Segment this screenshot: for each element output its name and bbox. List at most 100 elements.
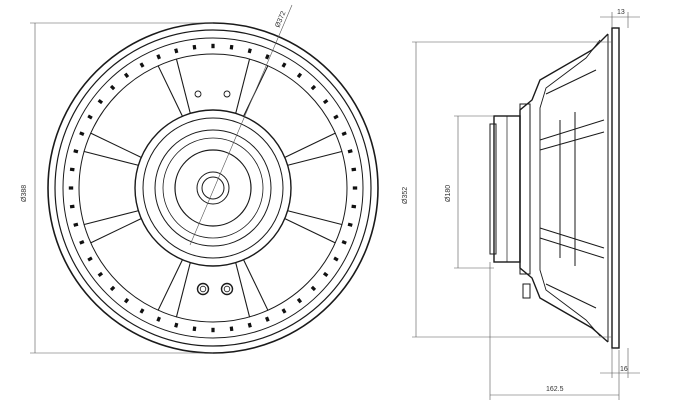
mounting-hole (79, 240, 85, 245)
mounting-hole (211, 43, 215, 49)
mounting-hole (296, 72, 303, 79)
top-plate (154, 129, 272, 247)
spoke-edge (284, 218, 336, 244)
front-flange (611, 27, 620, 349)
mounting-hole (351, 167, 357, 172)
dim-flange-thickness: 13 (600, 9, 640, 28)
mounting-hole (73, 149, 79, 154)
mounting-hole (352, 186, 358, 190)
mounting-hole (211, 327, 215, 333)
inner-basket-ring (78, 53, 348, 323)
basket-outline (519, 33, 609, 343)
outer-rim (47, 22, 379, 354)
mounting-hole (97, 98, 104, 105)
top-plate-inner (162, 137, 264, 239)
mounting-hole (174, 48, 179, 54)
mounting-hole (139, 308, 145, 314)
mounting-hole (123, 297, 130, 304)
mounting-hole (322, 271, 329, 278)
side-terminal (522, 283, 531, 299)
vent-outer (196, 171, 230, 205)
mounting-hole (247, 322, 252, 328)
mounting-hole (310, 285, 317, 292)
terminal-posts (196, 282, 234, 296)
spoke-edge (287, 210, 343, 226)
basket-spokes (83, 58, 343, 318)
mounting-hole (347, 222, 353, 227)
spoke-edge (90, 132, 142, 158)
mounting-hole (109, 84, 116, 91)
mounting-hole (156, 54, 161, 60)
spoke-edge (157, 65, 183, 117)
magnet-diameter-label: Ø180 (445, 185, 452, 202)
mounting-hole (73, 222, 79, 227)
spoke-edge (90, 218, 142, 244)
motor-ring-2 (142, 117, 284, 259)
mounting-hole (265, 54, 270, 60)
side-view: Ø352 Ø180 162.5 13 16 (402, 9, 640, 400)
mounting-hole (341, 131, 347, 136)
mounting-hole (351, 204, 357, 209)
mounting-hole (87, 256, 93, 262)
mounting-hole (281, 308, 287, 314)
spoke-edge (83, 210, 139, 226)
mounting-hole (296, 297, 303, 304)
overall-diameter-label: Ø388 (21, 185, 28, 202)
pole-piece (174, 149, 252, 227)
mounting-holes (68, 43, 358, 333)
mounting-hole (109, 285, 116, 292)
gasket-ring (54, 29, 372, 347)
spoke-edge (175, 58, 191, 114)
dim-overall-diameter: Ø388 (21, 22, 213, 354)
mounting-hole (174, 322, 179, 328)
mounting-hole (333, 256, 339, 262)
basket-ribs (539, 69, 605, 309)
mounting-hole (68, 186, 74, 190)
spoke-edge (175, 262, 191, 318)
mounting-hole (322, 98, 329, 105)
mounting-hole (79, 131, 85, 136)
front-view: Ø388 Ø372 (21, 4, 379, 354)
spoke-edge (235, 262, 251, 318)
baffle-cutout-label: Ø352 (402, 187, 409, 204)
mounting-hole (123, 72, 130, 79)
mounting-hole (156, 316, 161, 322)
dim-depth: 162.5 (489, 262, 620, 400)
mounting-hole (192, 326, 197, 332)
mounting-hole (310, 84, 317, 91)
spoke-edge (243, 259, 269, 311)
magnet-assembly (489, 103, 531, 275)
mounting-hole (229, 44, 234, 50)
depth-label: 162.5 (546, 386, 564, 393)
mounting-hole (192, 44, 197, 50)
spoke-edge (287, 150, 343, 166)
mounting-hole (341, 240, 347, 245)
spoke-edge (235, 58, 251, 114)
rear-flange-label: 16 (620, 366, 628, 373)
mounting-hole (139, 62, 145, 68)
dim-magnet-diameter: Ø180 (445, 115, 494, 269)
spoke-edge (83, 150, 139, 166)
mounting-hole (265, 316, 270, 322)
vent-hole (201, 176, 225, 200)
spoke-edge (284, 132, 336, 158)
spoke-edge (157, 259, 183, 311)
basket-inner-outline (539, 39, 601, 337)
mounting-hole (247, 48, 252, 54)
mounting-hole (97, 271, 104, 278)
flange-thickness-label: 13 (617, 9, 625, 16)
motor-outer-ring (134, 109, 292, 267)
mounting-hole (87, 114, 93, 120)
mounting-hole (333, 114, 339, 120)
mounting-hole (69, 167, 75, 172)
mounting-hole (281, 62, 287, 68)
mounting-hole (347, 149, 353, 154)
dim-rear-flange: 16 (600, 348, 640, 378)
top-vent-holes (194, 90, 231, 98)
mounting-hole (229, 326, 234, 332)
dim-baffle-cutout: Ø352 (402, 41, 612, 338)
mounting-hole (69, 204, 75, 209)
basket-ring (62, 37, 364, 339)
